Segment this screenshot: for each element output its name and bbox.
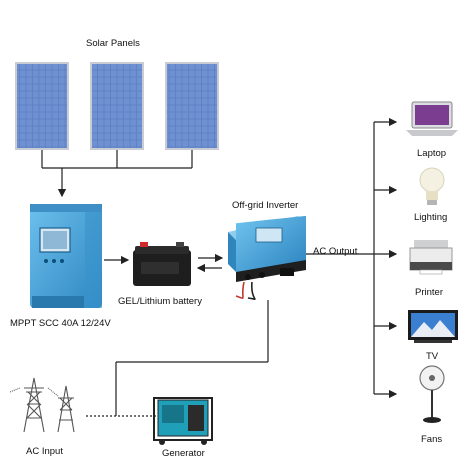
laptop-icon: [406, 101, 458, 136]
generator-label: Generator: [162, 448, 205, 459]
printer-icon: [409, 240, 453, 275]
ac-output-bus: [306, 117, 398, 399]
mppt-controller-icon: [30, 204, 102, 308]
solar-panel-icon: [90, 62, 144, 150]
light-bulb-icon: [419, 167, 445, 205]
solar-panel-icon: [15, 62, 69, 150]
battery-inverter-link: [196, 253, 224, 273]
battery-label: GEL/Lithium battery: [118, 296, 202, 307]
inverter-label: Off-grid Inverter: [232, 200, 299, 211]
battery-icon: [133, 242, 191, 286]
ac-input-label: AC Input: [26, 446, 63, 457]
load-label-printer: Printer: [415, 287, 443, 298]
controller-label: MPPT SCC 40A 12/24V: [10, 318, 111, 329]
load-label-tv: TV: [426, 351, 439, 362]
fan-icon: [419, 365, 445, 423]
load-label-lighting: Lighting: [414, 212, 448, 223]
panel-wiring: [41, 150, 193, 198]
transmission-tower-icon: [9, 377, 75, 433]
solar-panel-icon: [165, 62, 219, 150]
ac-output-label: AC Output: [313, 246, 358, 257]
solar-panel-array: [15, 62, 219, 150]
tv-icon: [408, 310, 458, 343]
load-label-fans: Fans: [421, 434, 443, 445]
generator-icon: [153, 397, 213, 445]
ac-input-line: [86, 300, 269, 417]
load-label-laptop: Laptop: [417, 148, 447, 159]
battery-cables: [235, 281, 256, 300]
inverter-icon: [228, 215, 306, 282]
solar-panels-label: Solar Panels: [86, 38, 140, 49]
